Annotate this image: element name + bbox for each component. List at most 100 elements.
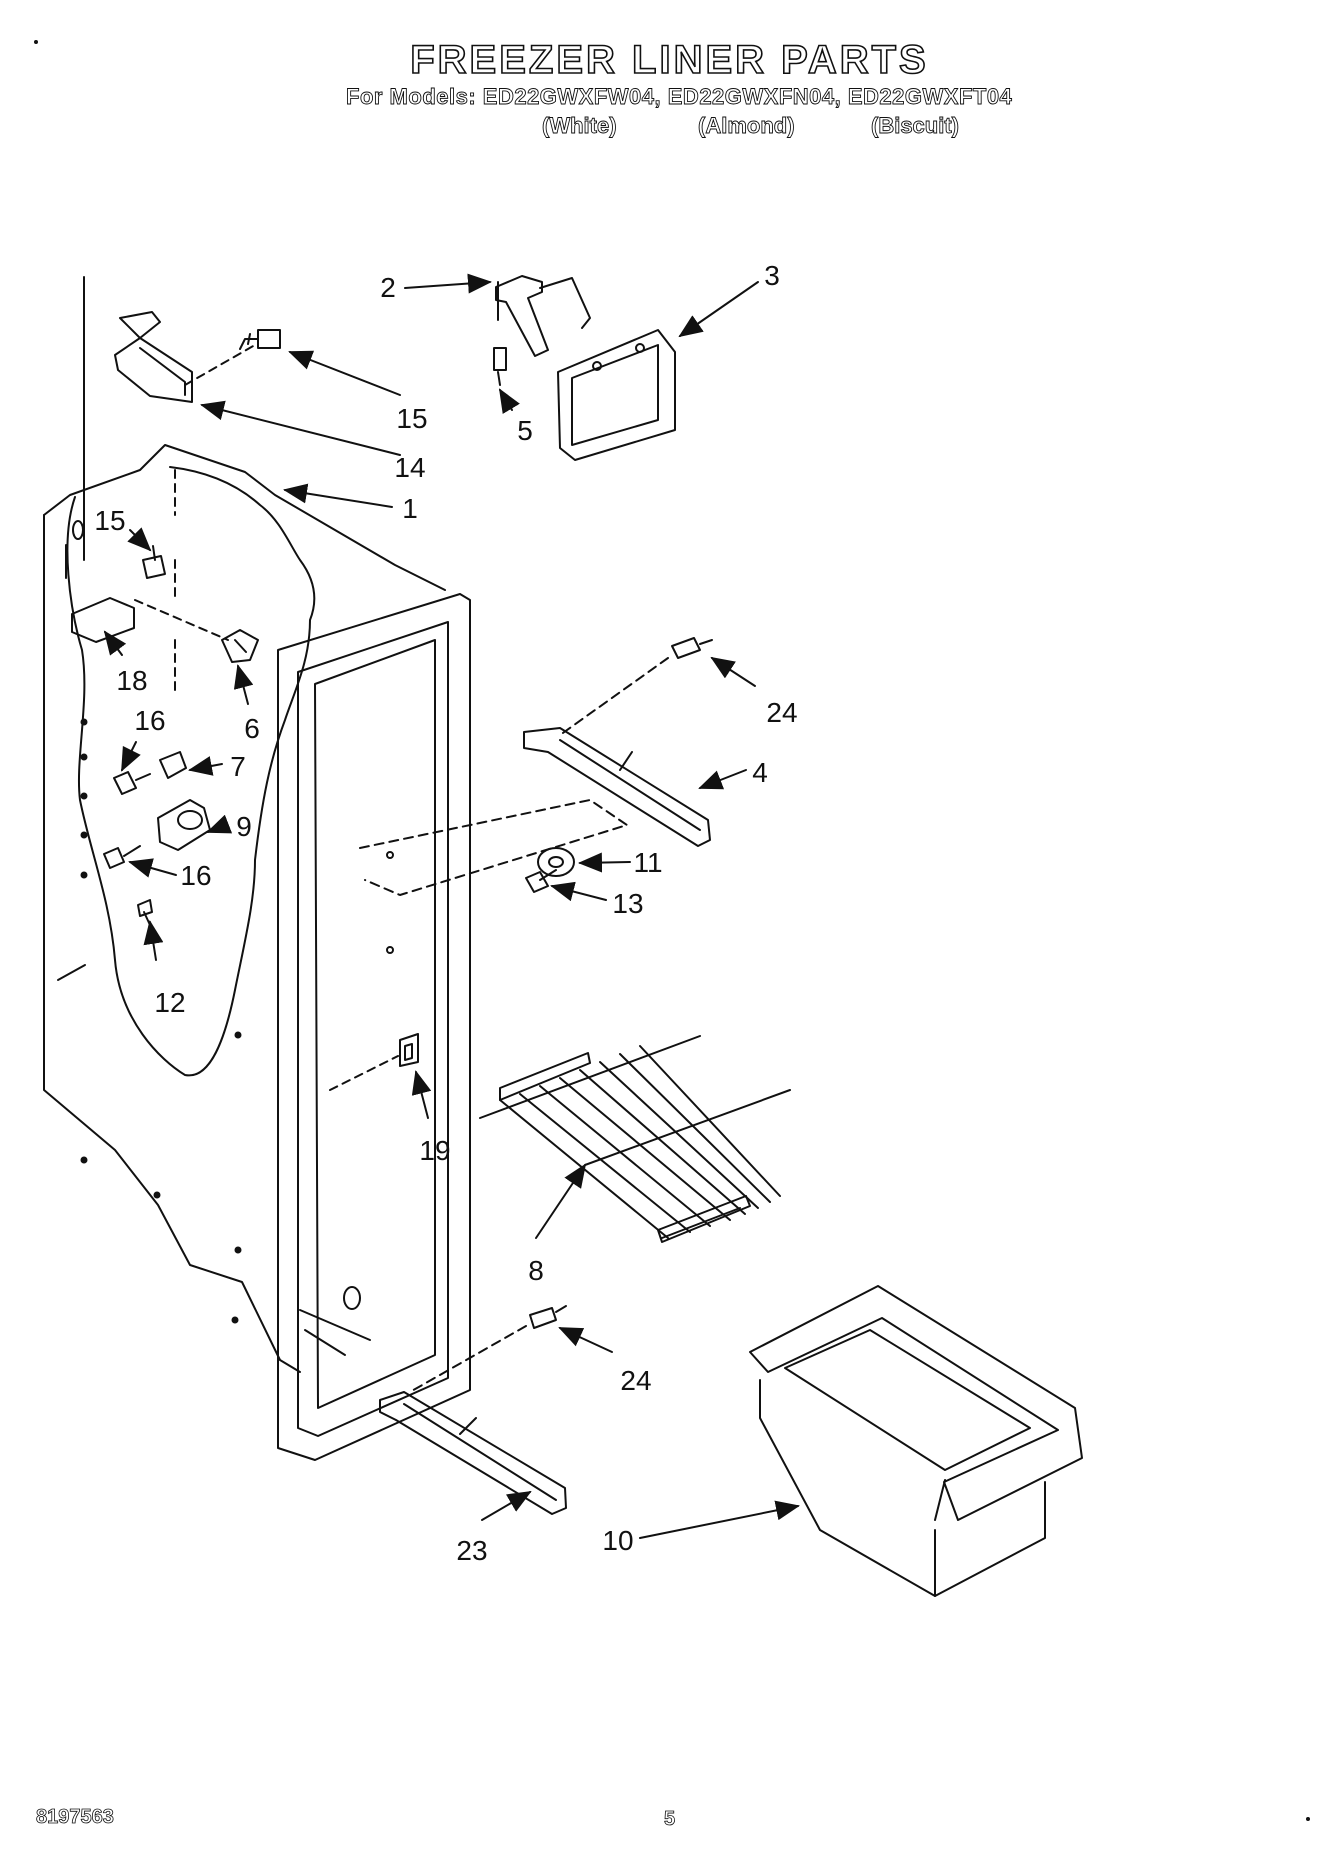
screw-24-lower-shape bbox=[529, 1305, 567, 1329]
leader-12 bbox=[143, 920, 164, 961]
liner-hole bbox=[80, 718, 88, 726]
callout-14: 14 bbox=[394, 452, 425, 483]
clip-part-6 bbox=[221, 629, 259, 663]
bin-front-edge bbox=[934, 1479, 946, 1597]
leader-23 bbox=[481, 1490, 532, 1521]
callout-11: 11 bbox=[633, 847, 662, 878]
callout-16-lower: 16 bbox=[180, 860, 211, 891]
callout-6: 6 bbox=[244, 713, 260, 744]
shelf-support-part-4 bbox=[523, 727, 711, 847]
leader-16-upper bbox=[121, 741, 141, 772]
clip-6-body bbox=[221, 629, 259, 663]
bin-part-10 bbox=[749, 1285, 1083, 1597]
liner-hole bbox=[80, 831, 88, 839]
shelf-front-bar bbox=[657, 1195, 751, 1243]
bin-rim bbox=[749, 1285, 1083, 1521]
liner-hole bbox=[234, 1246, 242, 1254]
screw-16-lower-shape bbox=[103, 845, 141, 869]
liner-vent-hole bbox=[72, 520, 84, 540]
scan-speck bbox=[1306, 1817, 1310, 1821]
leader-18 bbox=[103, 630, 127, 656]
screw-15-mid-shape bbox=[142, 545, 166, 579]
screw-part-5 bbox=[493, 347, 507, 386]
callout-24-upper: 24 bbox=[766, 697, 797, 728]
leader-1 bbox=[283, 483, 393, 508]
screw-shape bbox=[239, 329, 281, 350]
callout-3: 3 bbox=[764, 260, 780, 291]
leader-24-upper bbox=[710, 656, 756, 687]
spacer-part-7 bbox=[159, 751, 187, 779]
leader-5 bbox=[498, 388, 520, 415]
callout-4: 4 bbox=[752, 757, 768, 788]
housing-part-9 bbox=[157, 799, 211, 851]
page-number: 5 bbox=[664, 1808, 676, 1831]
housing-9-opening bbox=[177, 810, 203, 830]
leader-13 bbox=[550, 881, 607, 902]
liner-front-frame-inner bbox=[297, 621, 449, 1437]
callout-18: 18 bbox=[116, 665, 147, 696]
gasket-part-11 bbox=[537, 847, 575, 877]
leader-4 bbox=[698, 769, 747, 790]
liner-front-hole bbox=[386, 851, 394, 859]
liner-hole bbox=[153, 1191, 161, 1199]
document-number: 8197563 bbox=[36, 1806, 115, 1829]
light-19-dash bbox=[329, 1055, 399, 1091]
light-part-19 bbox=[399, 1033, 419, 1067]
screw-part-16-lower bbox=[103, 845, 141, 869]
leader-14 bbox=[200, 400, 401, 456]
support-23-body bbox=[379, 1391, 567, 1515]
leader-16-lower bbox=[128, 858, 177, 878]
bracket-part-14 bbox=[114, 311, 193, 403]
leader-lines bbox=[103, 273, 800, 1539]
liner-hole bbox=[80, 792, 88, 800]
bracket-2-body bbox=[495, 275, 591, 357]
callout-23: 23 bbox=[456, 1535, 487, 1566]
freezer-liner bbox=[43, 276, 628, 1461]
wire-shelf-part-8 bbox=[479, 1035, 791, 1243]
screw-16-upper-shape bbox=[113, 771, 151, 795]
callout-16-upper: 16 bbox=[134, 705, 165, 736]
gasket-11-ring bbox=[537, 847, 575, 877]
leader-10 bbox=[639, 1500, 800, 1539]
scan-speck bbox=[34, 40, 38, 44]
callout-10: 10 bbox=[602, 1525, 633, 1556]
bin-inner-floor bbox=[784, 1329, 1031, 1471]
screw-part-15-top bbox=[239, 329, 281, 350]
panel-3-stud bbox=[592, 361, 602, 371]
liner-front-frame-outer bbox=[277, 593, 471, 1461]
liner-hole bbox=[80, 1156, 88, 1164]
panel-3-body bbox=[557, 329, 676, 461]
color-label-biscuit: (Biscuit) bbox=[871, 113, 960, 139]
screw-part-24-lower bbox=[529, 1305, 567, 1329]
callout-24-lower: 24 bbox=[620, 1365, 651, 1396]
screw-part-13 bbox=[525, 869, 557, 893]
screw-part-24-upper bbox=[671, 637, 713, 659]
bin-body bbox=[759, 1379, 1046, 1597]
liner-bottom-recess bbox=[299, 1309, 371, 1356]
bracket-body bbox=[114, 311, 193, 403]
liner-hole bbox=[234, 1031, 242, 1039]
shelf-wires bbox=[499, 1045, 781, 1239]
screw-24-upper-dash bbox=[559, 657, 669, 736]
liner-hole bbox=[80, 753, 88, 761]
bracket-part-2 bbox=[495, 275, 591, 357]
screw-24-upper-shape bbox=[671, 637, 713, 659]
leader-2 bbox=[404, 273, 492, 294]
callout-13: 13 bbox=[612, 888, 643, 919]
callout-1: 1 bbox=[402, 493, 418, 524]
callout-15-mid: 15 bbox=[94, 505, 125, 536]
callout-8: 8 bbox=[528, 1255, 544, 1286]
leader-6 bbox=[233, 664, 254, 705]
screw-5-shape bbox=[493, 347, 507, 386]
liner-light-lead bbox=[57, 964, 86, 981]
screw-part-16-upper bbox=[113, 771, 151, 795]
screw-alignment-dash bbox=[184, 344, 256, 386]
liner-front-hole bbox=[386, 946, 394, 954]
callout-2: 2 bbox=[380, 272, 396, 303]
callout-labels: 2 3 15 5 14 1 15 18 6 16 7 9 16 12 24 4 … bbox=[94, 260, 797, 1566]
callout-12: 12 bbox=[154, 987, 185, 1018]
screw-part-15-mid bbox=[142, 545, 166, 579]
block-18-body bbox=[71, 597, 135, 643]
shelf-mid-rail bbox=[584, 1089, 791, 1166]
shelf-back-rail bbox=[499, 1052, 591, 1101]
